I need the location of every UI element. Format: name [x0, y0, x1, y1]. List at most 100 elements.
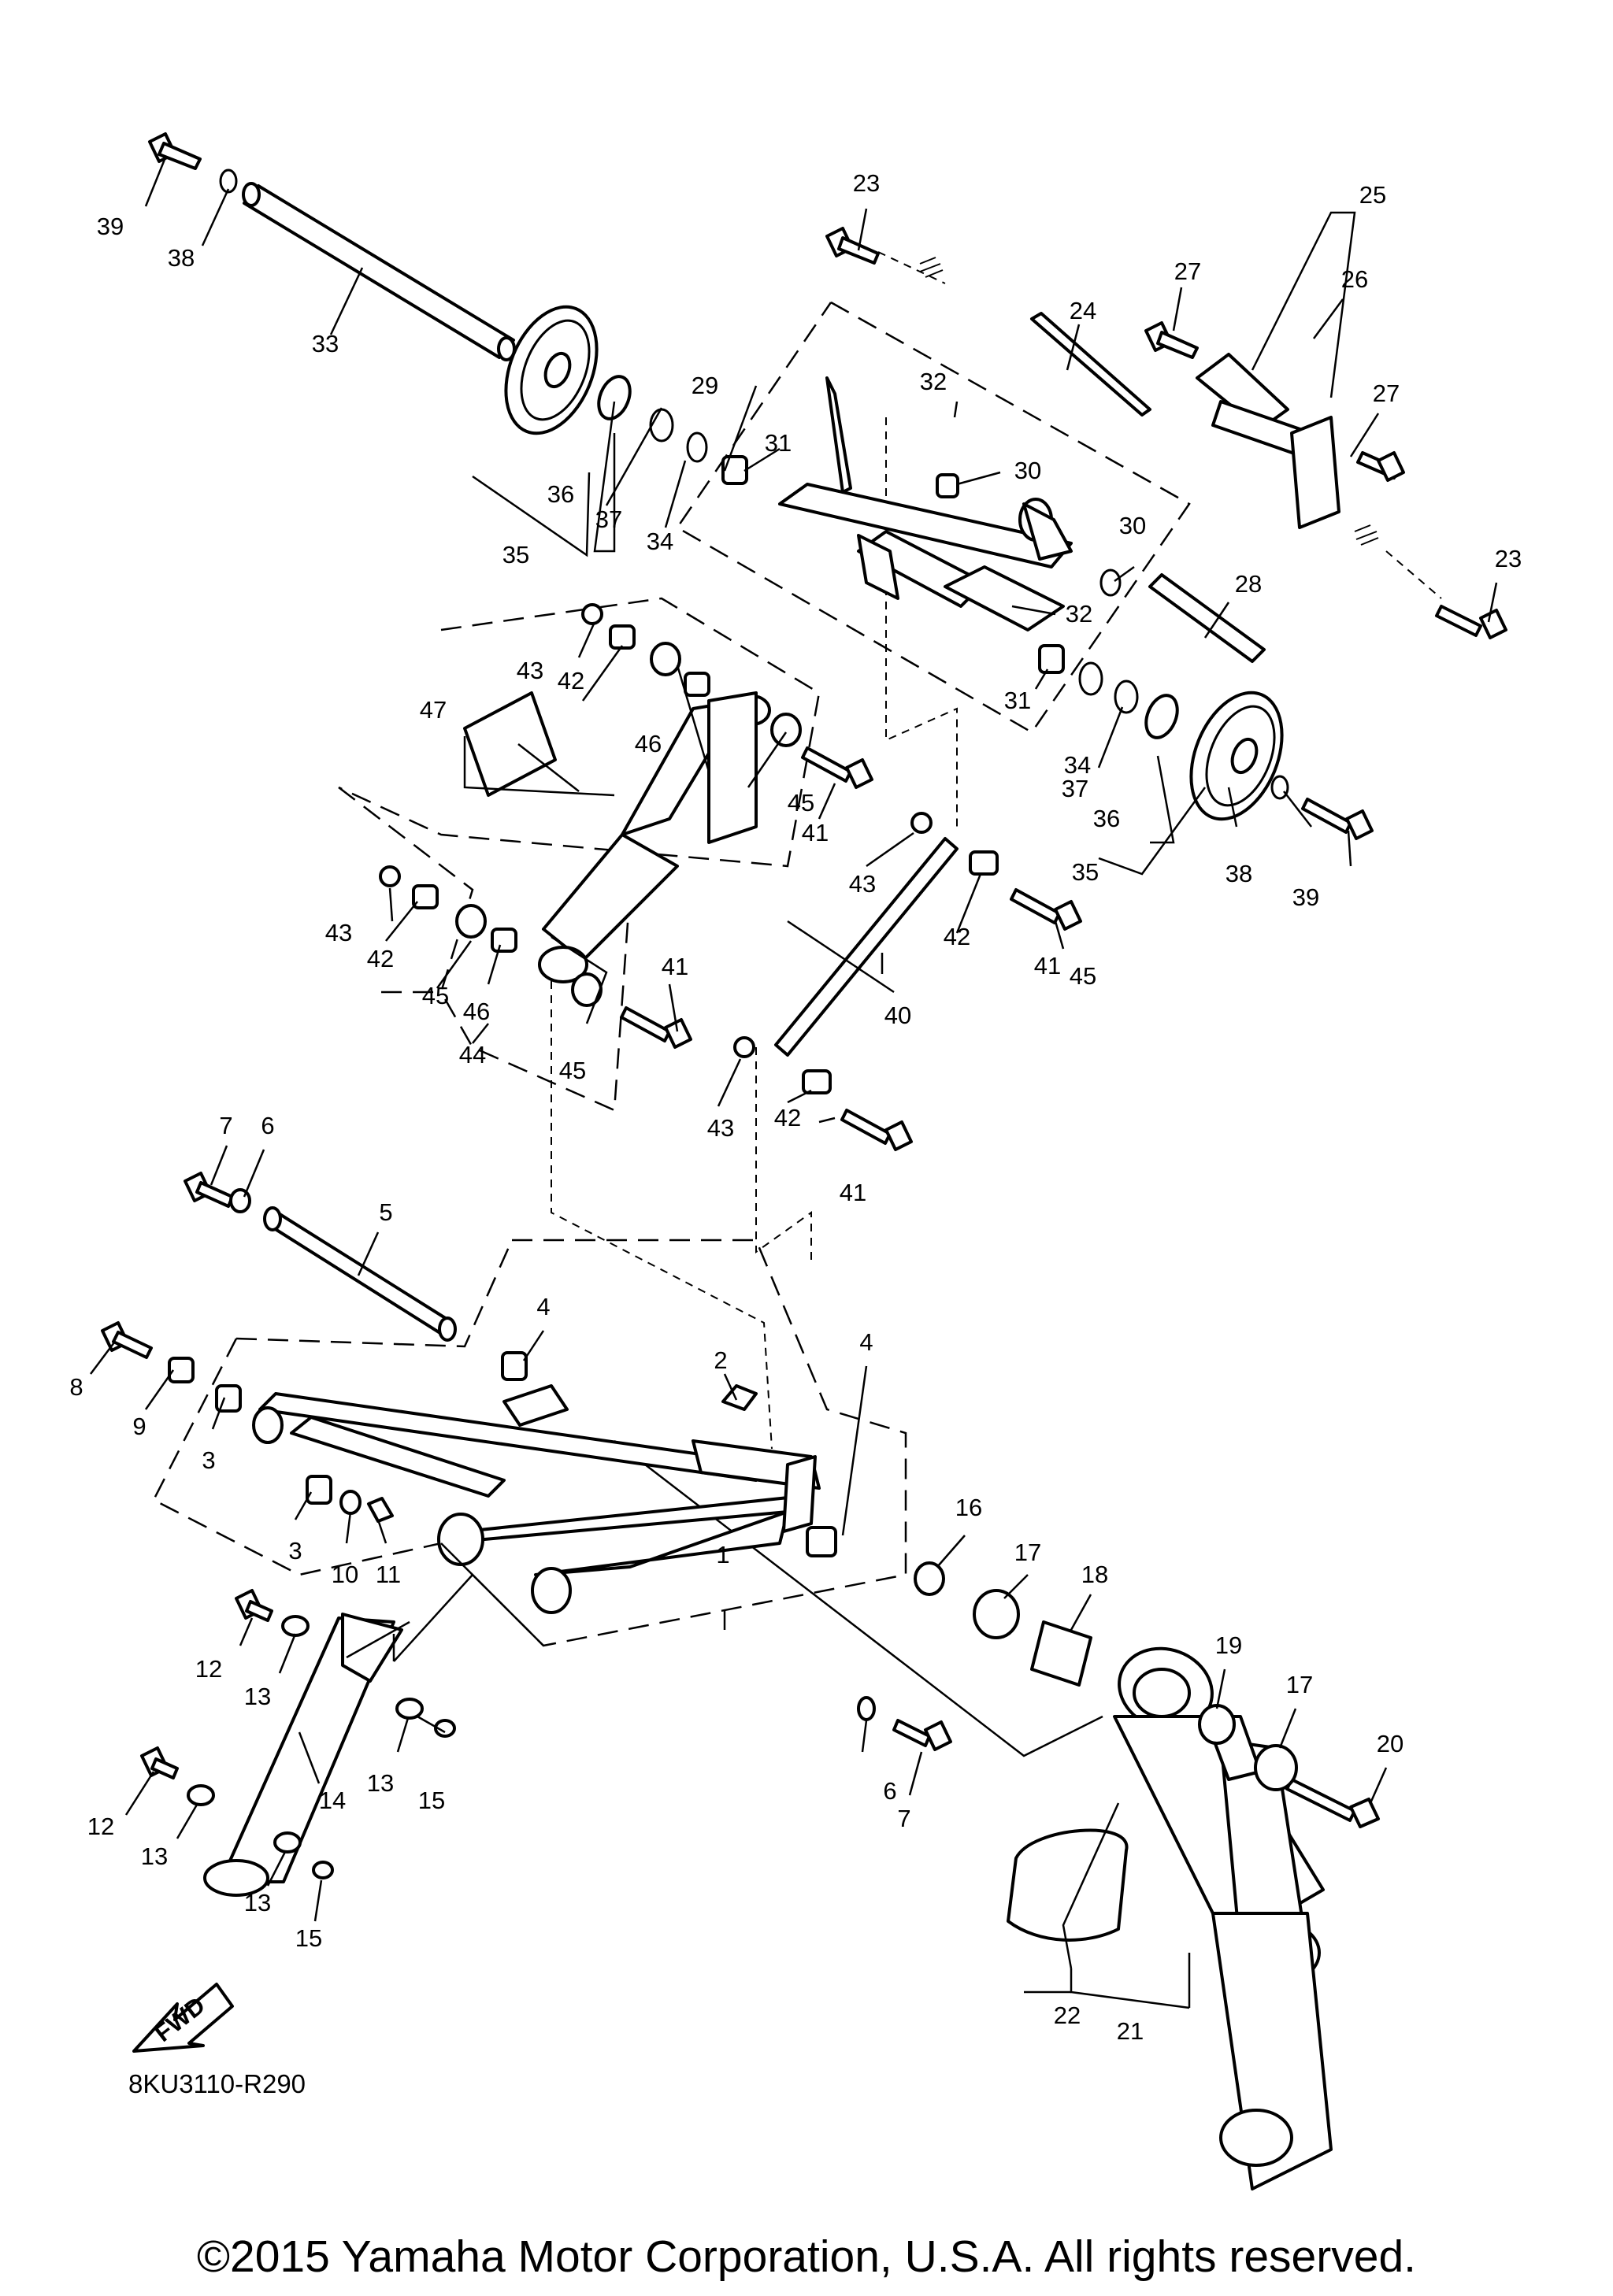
- callout-42: 42: [944, 923, 970, 950]
- callout-12: 12: [195, 1655, 222, 1683]
- callout-42: 42: [367, 945, 394, 972]
- callout-14: 14: [319, 1787, 346, 1814]
- copyright-notice: ©2015 Yamaha Motor Corporation, U.S.A. A…: [197, 2231, 1416, 2282]
- callout-32: 32: [1066, 600, 1092, 628]
- callout-8: 8: [69, 1373, 83, 1401]
- callout-27: 27: [1174, 257, 1201, 285]
- shock-mount-parts: [914, 1561, 1298, 1791]
- diagram-code: 8KU3110-R290: [128, 2069, 306, 2098]
- callout-39: 39: [97, 213, 124, 240]
- callout-15: 15: [418, 1787, 445, 1814]
- callout-41: 41: [840, 1179, 866, 1206]
- bolt-41-c: [620, 1006, 692, 1049]
- frame-hatching: [877, 251, 1442, 599]
- callout-26: 26: [1341, 265, 1368, 293]
- callout-35: 35: [1072, 858, 1099, 886]
- callout-43: 43: [707, 1114, 734, 1142]
- rear-axle-shaft: [242, 182, 516, 361]
- callout-1: 1: [716, 1541, 729, 1568]
- front-swing-arm: [252, 1384, 821, 1614]
- callout-16: 16: [955, 1494, 982, 1521]
- callout-4: 4: [859, 1328, 873, 1356]
- bolt-41-d: [840, 1109, 913, 1151]
- callout-20: 20: [1377, 1730, 1403, 1757]
- callout-44: 44: [459, 1041, 486, 1068]
- callout-30: 30: [1119, 512, 1146, 539]
- bolt-27-right: [1356, 451, 1405, 482]
- callout-42: 42: [558, 667, 584, 694]
- bolt-12-bottom: [140, 1746, 179, 1779]
- stopper-strap: [187, 1613, 456, 1897]
- callout-46: 46: [635, 730, 662, 757]
- callout-12: 12: [87, 1813, 114, 1840]
- bolt-39-top: [148, 132, 202, 170]
- callout-45: 45: [559, 1057, 586, 1084]
- callout-28: 28: [1235, 570, 1262, 598]
- callout-33: 33: [312, 330, 339, 357]
- bolt-20: [1285, 1778, 1380, 1828]
- callout-18: 18: [1081, 1561, 1108, 1588]
- callout-6: 6: [261, 1112, 274, 1139]
- bolt-23-top: [825, 227, 880, 265]
- callout-41: 41: [662, 953, 688, 980]
- callout-38: 38: [168, 244, 195, 272]
- callout-40: 40: [884, 1002, 911, 1029]
- bolt-23-right: [1435, 605, 1507, 639]
- bolt-8: [101, 1321, 153, 1359]
- callout-43: 43: [325, 919, 352, 946]
- callout-10: 10: [332, 1561, 358, 1588]
- bolt-41-b: [1010, 888, 1082, 931]
- link-rod: [733, 812, 999, 1094]
- callout-32: 32: [920, 368, 947, 395]
- bolt-7-right: [892, 1719, 952, 1751]
- callout-17: 17: [1014, 1539, 1041, 1566]
- callout-46: 46: [463, 998, 490, 1025]
- callout-41: 41: [802, 819, 829, 846]
- callout-4: 4: [536, 1293, 550, 1320]
- callout-41: 41: [1034, 952, 1061, 980]
- bolt-12-top: [235, 1589, 273, 1622]
- callout-17: 17: [1286, 1671, 1313, 1698]
- rear-suspension-shock: [463, 691, 771, 983]
- callout-27: 27: [1373, 380, 1400, 407]
- callout-31: 31: [1004, 687, 1031, 714]
- shock-bushings: [379, 603, 802, 1007]
- axle-small-parts: [219, 168, 1289, 800]
- callout-36: 36: [547, 480, 574, 508]
- callout-7: 7: [897, 1805, 910, 1832]
- callout-13: 13: [244, 1683, 271, 1710]
- callout-2: 2: [714, 1346, 727, 1374]
- callout-15: 15: [295, 1924, 322, 1952]
- callout-6: 6: [883, 1777, 896, 1805]
- callout-13: 13: [244, 1889, 271, 1916]
- callout-21: 21: [1117, 2017, 1144, 2045]
- callout-47: 47: [420, 696, 447, 724]
- callout-34: 34: [647, 528, 673, 555]
- callout-9: 9: [132, 1413, 146, 1440]
- callout-37: 37: [1062, 775, 1088, 802]
- idler-wheel-left: [504, 305, 632, 435]
- callout-25: 25: [1359, 181, 1386, 209]
- bolt-7-left: [184, 1172, 234, 1208]
- callout-3: 3: [288, 1537, 302, 1565]
- callout-5: 5: [379, 1198, 392, 1226]
- callout-19: 19: [1215, 1631, 1242, 1659]
- callout-43: 43: [517, 657, 543, 684]
- callout-23: 23: [853, 169, 880, 197]
- callout-42: 42: [774, 1104, 801, 1131]
- callout-11: 11: [376, 1561, 401, 1588]
- shock-cover: [1007, 1828, 1129, 1942]
- front-shock-absorber: [1113, 1646, 1333, 2190]
- bolts: [101, 132, 1507, 1828]
- callout-7: 7: [219, 1112, 232, 1139]
- idler-wheel-right: [1144, 691, 1284, 821]
- callout-13: 13: [141, 1842, 168, 1870]
- bolt-41-a: [801, 746, 873, 789]
- callout-34: 34: [1064, 751, 1091, 779]
- bolt-27-top: [1144, 321, 1199, 359]
- callout-45: 45: [788, 789, 814, 817]
- callout-23: 23: [1495, 545, 1522, 572]
- callout-31: 31: [765, 429, 792, 457]
